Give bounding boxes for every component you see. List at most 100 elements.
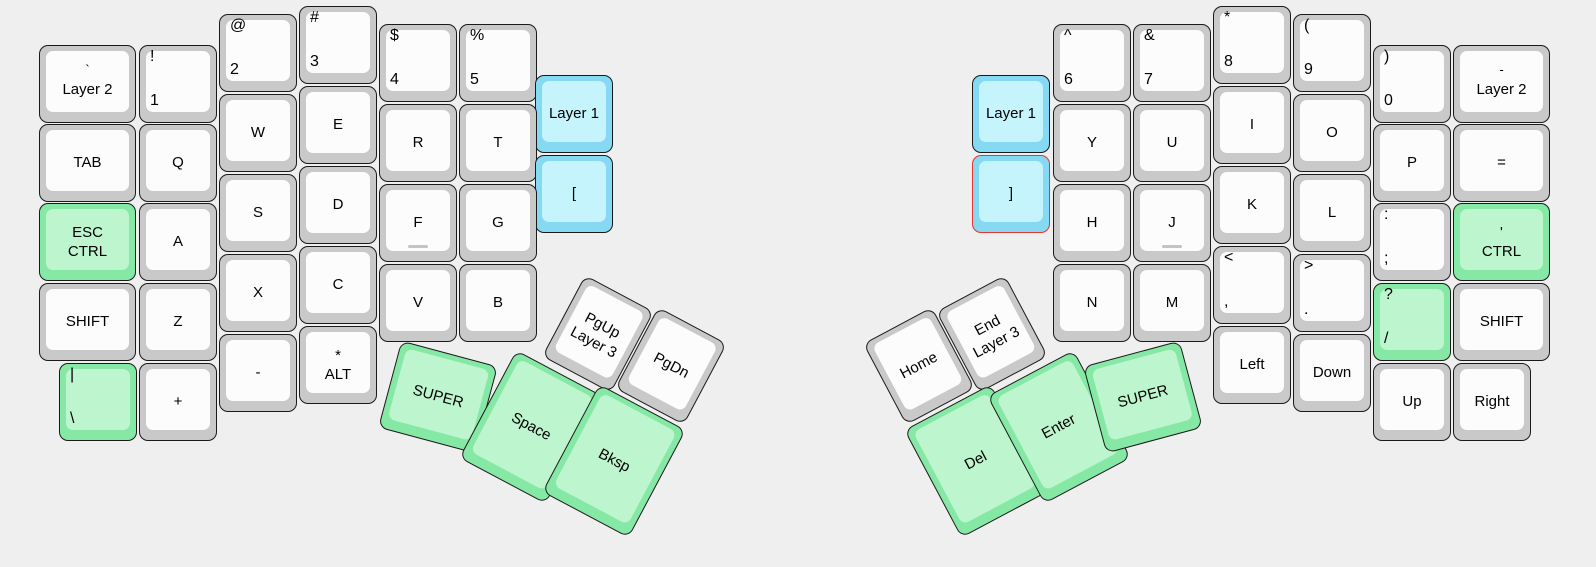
key-shift-right[interactable]: SHIFT <box>1453 283 1550 361</box>
key-body <box>535 155 613 233</box>
key-body <box>1453 124 1550 202</box>
key-a[interactable]: A <box>139 203 217 281</box>
key-body <box>1293 334 1371 412</box>
key-cap <box>466 110 530 171</box>
key-period[interactable]: >. <box>1293 254 1371 332</box>
key-minus-layer2[interactable]: -Layer 2 <box>1453 45 1550 123</box>
key-right-bracket[interactable]: ] <box>972 155 1050 233</box>
key-1[interactable]: !1 <box>139 45 217 123</box>
key-5[interactable]: %5 <box>459 24 537 102</box>
key-o[interactable]: O <box>1293 94 1371 172</box>
key-body <box>139 45 217 123</box>
key-cap <box>1220 252 1284 313</box>
key-cap <box>1140 110 1204 171</box>
key-layer1-right[interactable]: Layer 1 <box>972 75 1050 153</box>
key-cap <box>1300 260 1364 321</box>
key-cap <box>542 161 606 222</box>
key-m[interactable]: M <box>1133 264 1211 342</box>
key-left-bracket[interactable]: [ <box>535 155 613 233</box>
key-g[interactable]: G <box>459 184 537 262</box>
key-body <box>299 326 377 404</box>
key-d[interactable]: D <box>299 166 377 244</box>
key-b[interactable]: B <box>459 264 537 342</box>
key-cap <box>386 30 450 91</box>
key-y[interactable]: Y <box>1053 104 1131 182</box>
key-8[interactable]: *8 <box>1213 6 1291 84</box>
key-body <box>299 6 377 84</box>
key-body <box>1293 174 1371 252</box>
key-body <box>299 86 377 164</box>
key-w[interactable]: W <box>219 94 297 172</box>
key-comma[interactable]: <, <box>1213 246 1291 324</box>
key-down-arrow[interactable]: Down <box>1293 334 1371 412</box>
key-equals[interactable]: = <box>1453 124 1550 202</box>
key-shift-left[interactable]: SHIFT <box>39 283 136 361</box>
key-minus[interactable]: - <box>219 334 297 412</box>
key-body <box>1293 14 1371 92</box>
key-z[interactable]: Z <box>139 283 217 361</box>
key-c[interactable]: C <box>299 246 377 324</box>
key-k[interactable]: K <box>1213 166 1291 244</box>
key-up-arrow[interactable]: Up <box>1373 363 1451 441</box>
key-quote-ctrl[interactable]: ' CTRL <box>1453 203 1550 281</box>
key-slash[interactable]: ?/ <box>1373 283 1451 361</box>
key-left-arrow[interactable]: Left <box>1213 326 1291 404</box>
key-h[interactable]: H <box>1053 184 1131 262</box>
key-body <box>1213 6 1291 84</box>
key-0[interactable]: )0 <box>1373 45 1451 123</box>
key-q[interactable]: Q <box>139 124 217 202</box>
key-cap <box>1300 340 1364 401</box>
key-body <box>379 184 457 262</box>
key-right-arrow[interactable]: Right <box>1453 363 1531 441</box>
key-i[interactable]: I <box>1213 86 1291 164</box>
key-cap <box>306 12 370 73</box>
key-semicolon[interactable]: :; <box>1373 203 1451 281</box>
key-n[interactable]: N <box>1053 264 1131 342</box>
key-v[interactable]: V <box>379 264 457 342</box>
key-9[interactable]: (9 <box>1293 14 1371 92</box>
key-cap <box>1060 110 1124 171</box>
key-grave-layer2[interactable]: `Layer 2 <box>39 45 136 123</box>
key-7[interactable]: &7 <box>1133 24 1211 102</box>
homing-bar <box>1162 245 1182 248</box>
key-cap <box>466 190 530 251</box>
key-body <box>1213 326 1291 404</box>
key-l[interactable]: L <box>1293 174 1371 252</box>
key-tab[interactable]: TAB <box>39 124 136 202</box>
key-j[interactable]: J <box>1133 184 1211 262</box>
key-4[interactable]: $4 <box>379 24 457 102</box>
key-t[interactable]: T <box>459 104 537 182</box>
key-body <box>1453 363 1531 441</box>
key-layer1[interactable]: Layer 1 <box>535 75 613 153</box>
key-body <box>299 166 377 244</box>
key-cap <box>466 270 530 331</box>
key-star-alt[interactable]: * ALT <box>299 326 377 404</box>
key-esc-ctrl[interactable]: ESC CTRL <box>39 203 136 281</box>
key-cap <box>386 110 450 171</box>
key-s[interactable]: S <box>219 174 297 252</box>
key-body <box>39 124 136 202</box>
key-e[interactable]: E <box>299 86 377 164</box>
key-cap <box>46 51 129 112</box>
key-r[interactable]: R <box>379 104 457 182</box>
key-body <box>1053 264 1131 342</box>
key-plus[interactable]: + <box>139 363 217 441</box>
key-pipe-backslash[interactable]: |\ <box>59 363 137 441</box>
key-cap <box>306 172 370 233</box>
key-body <box>1133 264 1211 342</box>
key-3[interactable]: #3 <box>299 6 377 84</box>
key-cap <box>386 190 450 251</box>
key-cap <box>146 289 210 350</box>
key-u[interactable]: U <box>1133 104 1211 182</box>
key-p[interactable]: P <box>1373 124 1451 202</box>
key-body <box>219 254 297 332</box>
key-cap <box>1460 289 1543 350</box>
key-6[interactable]: ^6 <box>1053 24 1131 102</box>
key-body <box>1133 184 1211 262</box>
key-x[interactable]: X <box>219 254 297 332</box>
key-cap <box>226 180 290 241</box>
key-f[interactable]: F <box>379 184 457 262</box>
key-cap <box>1060 190 1124 251</box>
key-body <box>972 75 1050 153</box>
key-2[interactable]: @2 <box>219 14 297 92</box>
